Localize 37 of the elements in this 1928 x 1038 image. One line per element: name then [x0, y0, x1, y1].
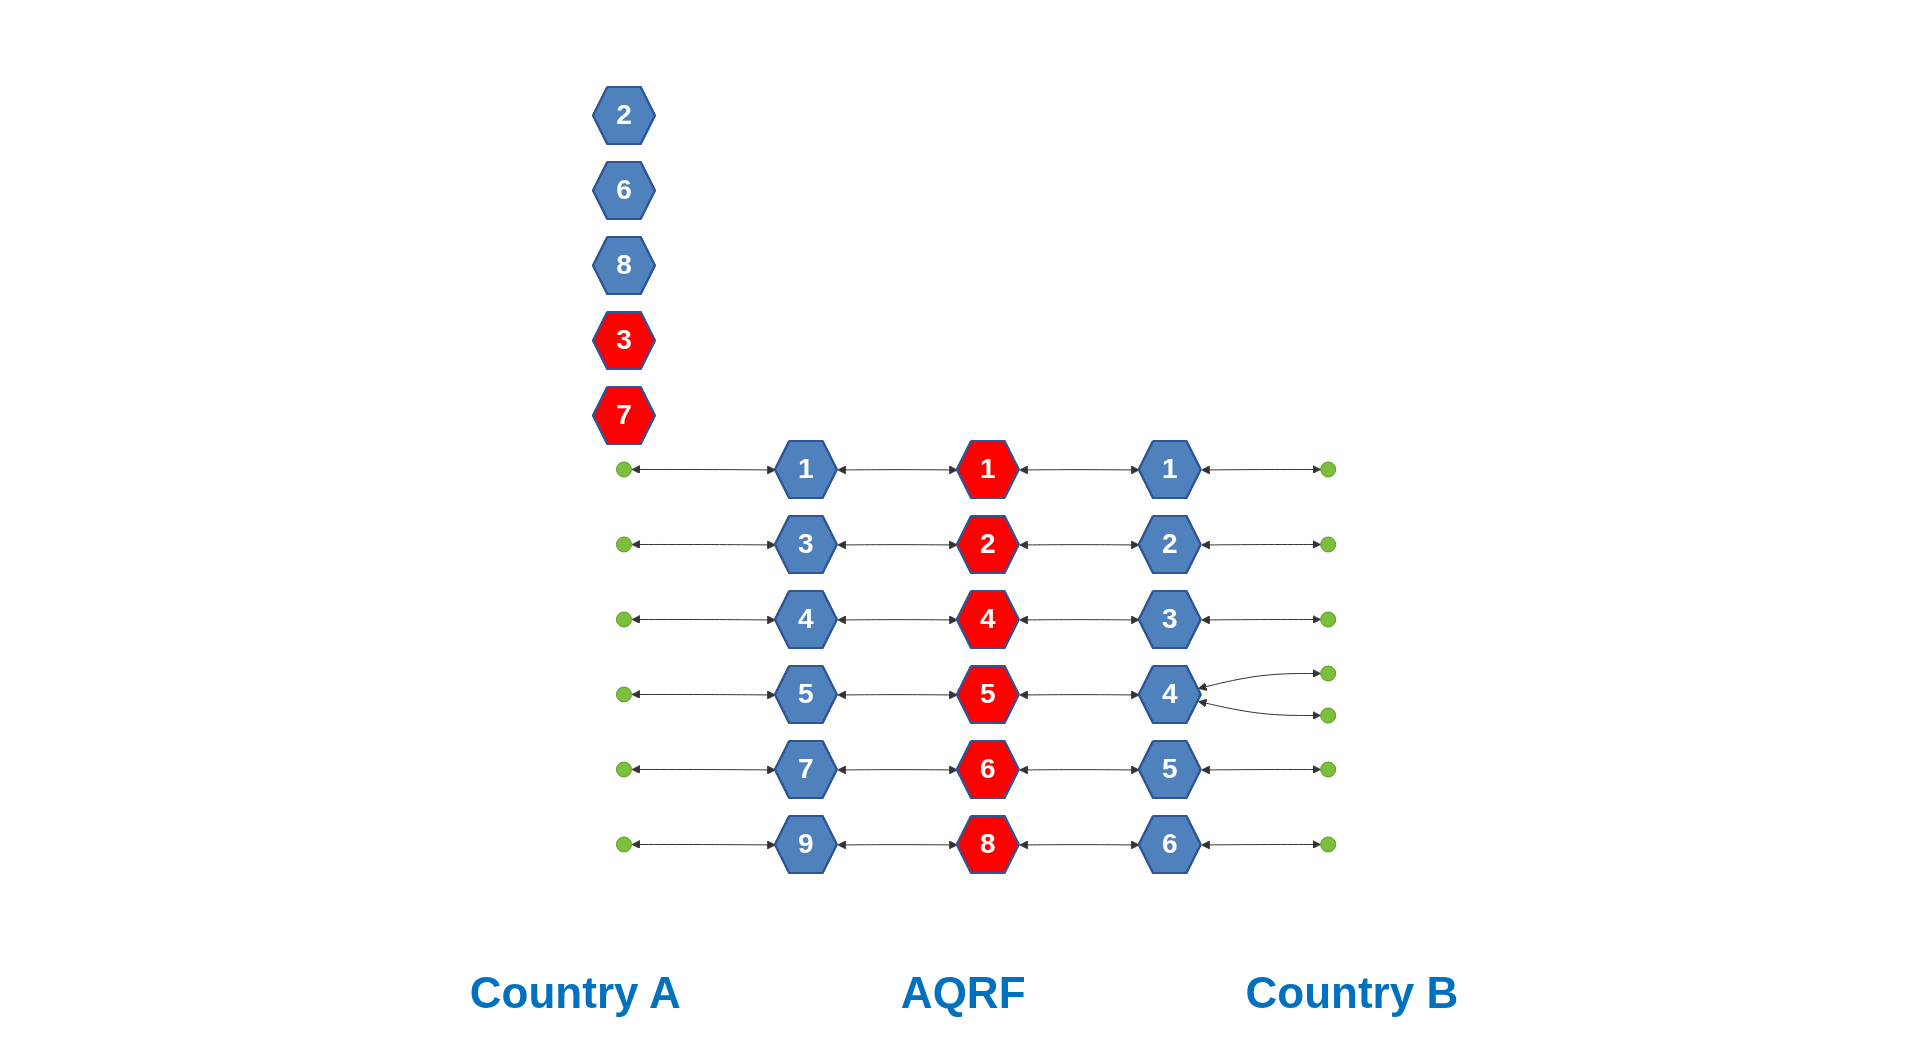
node-circle: [1319, 536, 1336, 553]
node-circle: [615, 836, 632, 853]
node-circle: [615, 761, 632, 778]
column-label: Country B: [1245, 968, 1459, 1018]
arrow: [631, 615, 776, 625]
node-circle: [615, 536, 632, 553]
arrow: [1018, 765, 1140, 775]
arrow: [1200, 615, 1321, 625]
arrow: [1197, 669, 1321, 691]
arrow: [1200, 765, 1321, 775]
arrow: [837, 765, 958, 775]
arrow: [1197, 698, 1321, 720]
arrow: [631, 465, 776, 475]
node-circle: [615, 686, 632, 703]
column-label: Country A: [469, 968, 681, 1018]
node-circle: [1319, 611, 1336, 628]
node-circle: [1319, 707, 1336, 724]
node-circle: [1319, 761, 1336, 778]
arrow: [837, 465, 958, 475]
arrow: [1200, 465, 1321, 475]
node-circle: [1319, 461, 1336, 478]
node-circle: [615, 461, 632, 478]
node-circle: [615, 611, 632, 628]
node-circle: [1319, 836, 1336, 853]
arrow: [1200, 840, 1321, 850]
arrow: [631, 840, 776, 850]
node-circle: [1319, 665, 1336, 682]
arrow: [837, 540, 958, 550]
column-label: AQRF: [900, 968, 1026, 1018]
arrow: [837, 615, 958, 625]
arrow: [837, 690, 958, 700]
arrow: [631, 765, 776, 775]
arrow: [1200, 540, 1321, 550]
arrow: [1018, 465, 1140, 475]
arrow: [631, 540, 776, 550]
arrow: [837, 840, 958, 850]
arrow: [631, 690, 776, 700]
